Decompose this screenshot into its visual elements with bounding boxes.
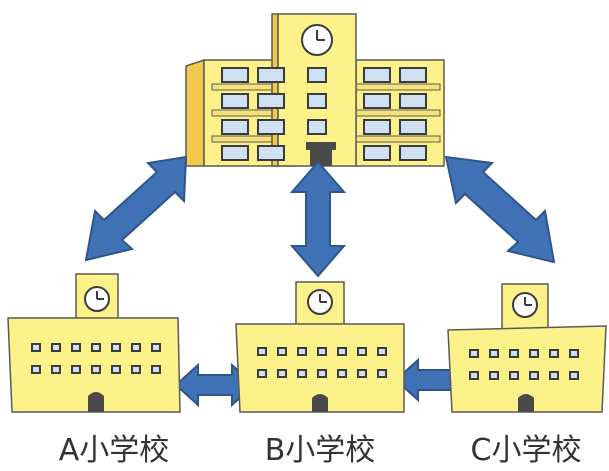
clock-icon <box>512 292 538 318</box>
arrows <box>84 155 556 408</box>
arrow-central-school-c <box>444 155 556 264</box>
central-school-building <box>185 13 445 167</box>
school-b-building <box>235 281 405 413</box>
clock-icon <box>307 289 333 315</box>
school-a-label: A小学校 <box>59 433 170 468</box>
school-c-building <box>447 283 607 413</box>
school-a-building <box>7 273 181 413</box>
arrow-central-school-a-shaft <box>84 155 188 262</box>
school-c-label: C小学校 <box>471 433 582 468</box>
arrow-central-school-b <box>289 160 347 278</box>
clock-icon <box>301 24 333 56</box>
clock-icon <box>84 286 110 312</box>
school-b-label: B小学校 <box>265 433 376 468</box>
